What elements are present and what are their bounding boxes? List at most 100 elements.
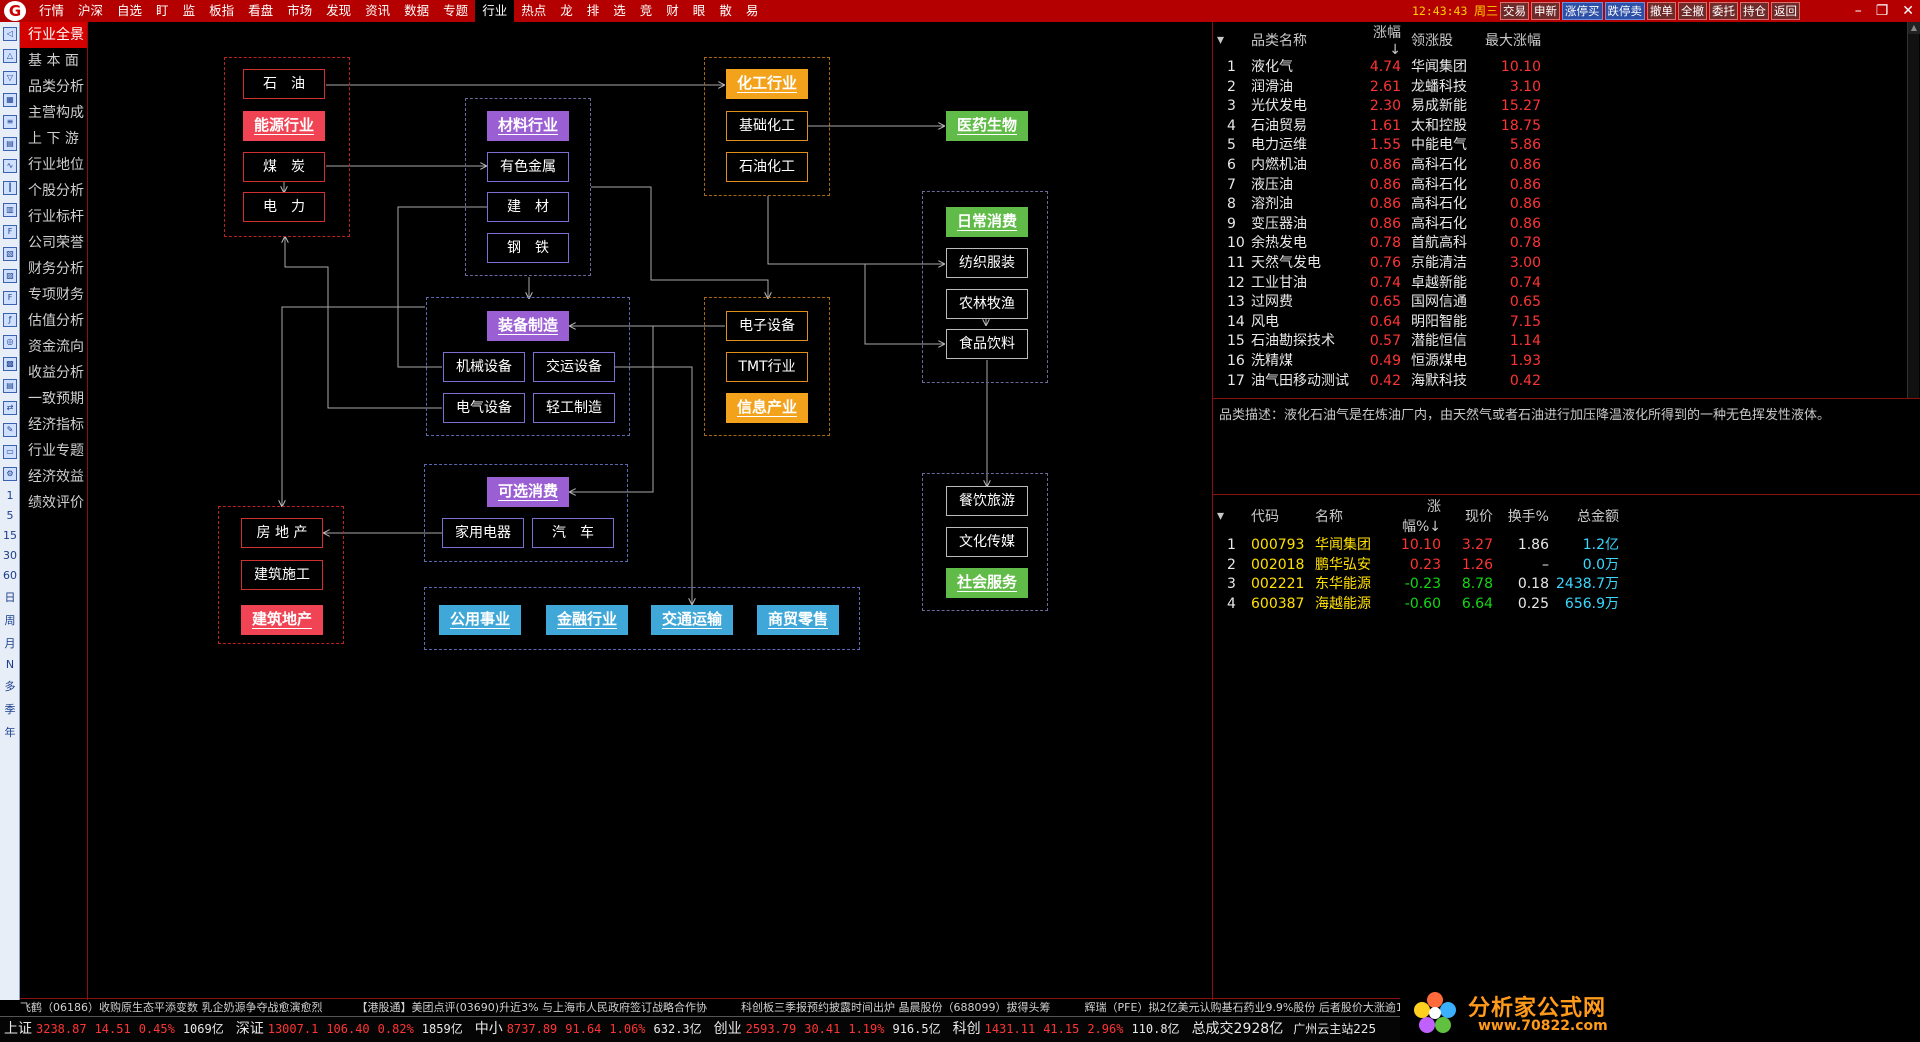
quick-button[interactable]: 返回 xyxy=(1771,2,1800,20)
node-construction[interactable]: 建筑施工 xyxy=(241,560,323,590)
quick-button[interactable]: 跌停卖 xyxy=(1604,2,1645,20)
pencil-icon[interactable]: ✎ xyxy=(3,423,17,437)
menu-item[interactable]: 发现 xyxy=(326,3,352,18)
node-pharma-bio[interactable]: 医药生物 xyxy=(946,111,1028,141)
grid-icon[interactable]: ▤ xyxy=(3,137,17,151)
menu-item[interactable]: 看盘 xyxy=(248,3,274,18)
quick-button[interactable]: 申新 xyxy=(1531,2,1560,20)
period-option[interactable]: 周 xyxy=(4,614,16,627)
sort-toggle-icon[interactable]: ▾ xyxy=(1217,508,1225,524)
sort-toggle-icon[interactable]: ▾ xyxy=(1217,32,1225,48)
menu-item[interactable]: 沪深 xyxy=(78,3,104,18)
node-steel[interactable]: 钢 铁 xyxy=(487,233,569,263)
period-option[interactable]: 月 xyxy=(4,637,16,650)
down-arrow-icon[interactable]: ▽ xyxy=(3,71,17,85)
col-header-amount[interactable]: 总金额 xyxy=(1577,509,1619,525)
settings-icon[interactable]: ⚙ xyxy=(3,467,17,481)
candle-chart-icon[interactable]: ┃ xyxy=(3,181,17,195)
server-name[interactable]: 广州云主站225 xyxy=(1293,1022,1377,1036)
minimize-icon[interactable]: – xyxy=(1854,3,1862,19)
quick-button[interactable]: 涨停买 xyxy=(1562,2,1603,20)
menu-item[interactable]: 散 xyxy=(719,3,732,18)
formula-icon[interactable]: ƒ xyxy=(3,313,17,327)
f11-icon[interactable]: F xyxy=(3,291,17,305)
node-equipment-manufacturing[interactable]: 装备制造 xyxy=(487,311,569,341)
col-header-price[interactable]: 现价 xyxy=(1465,509,1493,525)
period-option[interactable]: 30 xyxy=(3,549,17,562)
menu-item[interactable]: 排 xyxy=(586,3,600,18)
close-icon[interactable]: ✕ xyxy=(1902,3,1914,19)
menu-item[interactable]: 自选 xyxy=(117,3,143,18)
col-header-pct[interactable]: 涨幅%↓ xyxy=(1401,499,1441,535)
node-power[interactable]: 电 力 xyxy=(243,192,325,222)
node-info-industry[interactable]: 信息产业 xyxy=(726,393,808,423)
news-ticker[interactable]: 飞鹤（06186）收购原生态平添变数 乳企奶源争夺战愈演愈烈【港股通】美团点评(… xyxy=(20,998,1400,1016)
side-menu-item[interactable]: 行业标杆 xyxy=(28,209,84,225)
menu-item[interactable]: 行情 xyxy=(39,3,65,18)
period-option[interactable]: 15 xyxy=(3,529,17,542)
ranking-icon[interactable]: ▤ xyxy=(3,379,17,393)
menu-item[interactable]: 专题 xyxy=(443,3,469,18)
node-textile[interactable]: 纺织服装 xyxy=(946,248,1028,278)
menu-item[interactable]: 盯 xyxy=(156,3,169,18)
menu-item[interactable]: 热点 xyxy=(521,3,547,18)
side-menu-item[interactable]: 财务分析 xyxy=(28,261,84,277)
node-petrochemical[interactable]: 石油化工 xyxy=(726,152,808,182)
menu-item[interactable]: 眼 xyxy=(692,3,706,18)
node-light-manufacturing[interactable]: 轻工制造 xyxy=(533,393,615,423)
node-automobile[interactable]: 汽 车 xyxy=(532,518,614,548)
menu-item[interactable]: 板指 xyxy=(209,3,235,18)
node-real-estate[interactable]: 房 地 产 xyxy=(241,518,323,548)
side-menu-item[interactable]: 行业全景 xyxy=(20,22,87,48)
side-menu-item[interactable]: 估值分析 xyxy=(28,313,84,329)
quick-button[interactable]: 撤单 xyxy=(1647,2,1676,20)
side-menu-item[interactable]: 基 本 面 xyxy=(28,53,79,69)
col-header-change[interactable]: 涨幅↓ xyxy=(1373,25,1401,58)
side-menu-item[interactable]: 专项财务 xyxy=(28,287,84,303)
node-tmt[interactable]: TMT行业 xyxy=(726,352,808,382)
node-finance[interactable]: 金融行业 xyxy=(546,605,628,635)
side-menu-item[interactable]: 个股分析 xyxy=(28,183,84,199)
col-header-code[interactable]: 代码 xyxy=(1251,509,1279,525)
node-construction-realestate[interactable]: 建筑地产 xyxy=(241,605,323,635)
node-energy-industry[interactable]: 能源行业 xyxy=(243,111,325,141)
up-arrow-icon[interactable]: △ xyxy=(3,49,17,63)
node-social-service[interactable]: 社会服务 xyxy=(946,568,1028,598)
period-option[interactable]: N xyxy=(5,658,15,671)
side-menu-item[interactable]: 经济效益 xyxy=(28,469,84,485)
node-transport-equipment[interactable]: 交运设备 xyxy=(533,352,615,382)
side-menu-item[interactable]: 行业专题 xyxy=(28,443,84,459)
node-oil[interactable]: 石 油 xyxy=(243,69,325,99)
node-materials-industry[interactable]: 材料行业 xyxy=(487,111,569,141)
menu-item[interactable]: 资讯 xyxy=(365,3,391,18)
node-nonferrous-metals[interactable]: 有色金属 xyxy=(487,152,569,182)
news-headline[interactable]: 科创板三季报预约披露时间出炉 晶晨股份（688099）拔得头筹 xyxy=(741,1001,1051,1014)
period-option[interactable]: 60 xyxy=(3,569,17,582)
node-culture-media[interactable]: 文化传媒 xyxy=(946,527,1028,557)
calculator-icon[interactable]: ▩ xyxy=(3,357,17,371)
node-electrical-equipment[interactable]: 电气设备 xyxy=(443,393,525,423)
news-headline[interactable]: 【港股通】美团点评(03690)升近3% 与上海市人民政府签订战略合作协 xyxy=(356,1001,708,1014)
menu-item[interactable]: 市场 xyxy=(287,3,313,18)
line-chart-icon[interactable]: ∿ xyxy=(3,159,17,173)
news-icon[interactable]: ▨ xyxy=(3,269,17,283)
node-daily-consumption[interactable]: 日常消费 xyxy=(946,207,1028,237)
side-menu-item[interactable]: 绩效评价 xyxy=(28,495,84,511)
quick-button[interactable]: 委托 xyxy=(1709,2,1738,20)
scroll-up-icon[interactable]: ▲ xyxy=(1908,22,1920,34)
